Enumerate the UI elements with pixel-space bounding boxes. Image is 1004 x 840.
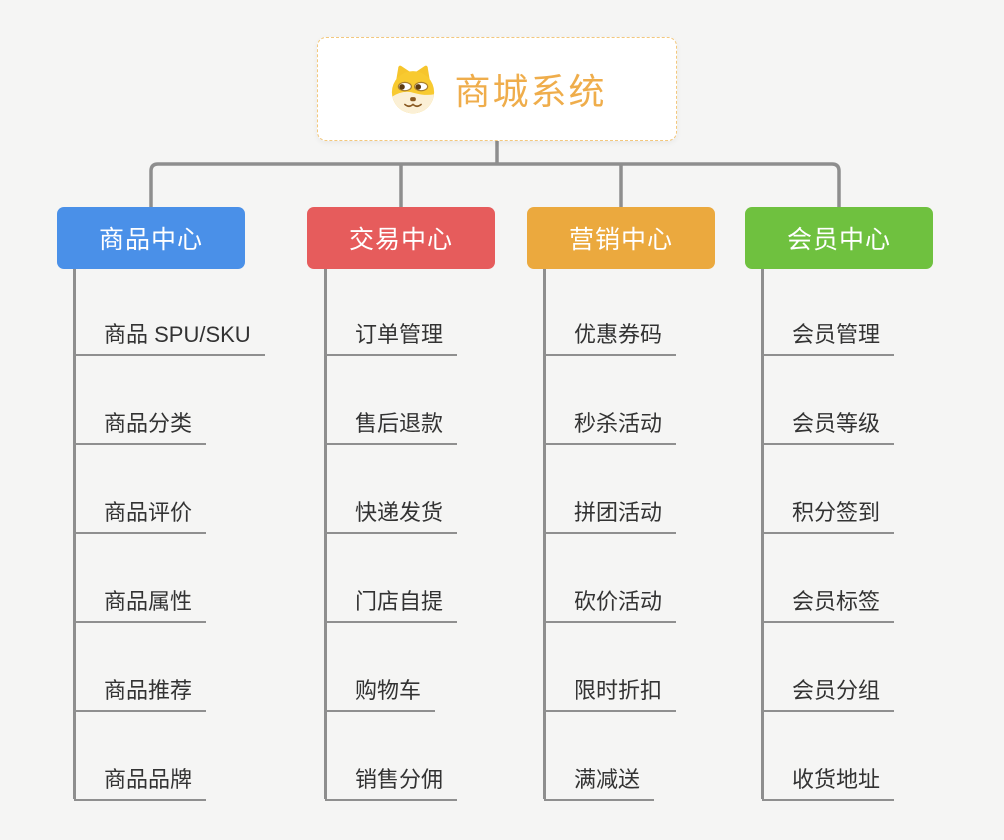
leaf-label: 会员管理 — [792, 322, 881, 347]
leaf-label: 会员分组 — [792, 678, 881, 703]
branch-vertical-line — [543, 269, 546, 799]
leaf-node[interactable]: 购物车 — [325, 678, 436, 712]
leaf-label: 拼团活动 — [574, 500, 663, 525]
branch-children-marketing-center: 优惠券码 秒杀活动 拼团活动 砍价活动 限时折扣 满减送 — [543, 269, 773, 801]
leaf-label: 商品品牌 — [104, 767, 193, 792]
leaf-node[interactable]: 商品评价 — [74, 500, 207, 534]
leaf-node[interactable]: 优惠券码 — [544, 322, 677, 356]
branch-children-trade-center: 订单管理 售后退款 快递发货 门店自提 购物车 销售分佣 — [324, 269, 554, 801]
leaf-label: 限时折扣 — [574, 678, 663, 703]
leaf-label: 收货地址 — [792, 767, 881, 792]
leaf-label: 满减送 — [574, 767, 641, 792]
branch-node-member-center[interactable]: 会员中心 — [745, 207, 933, 269]
leaf-node[interactable]: 拼团活动 — [544, 500, 677, 534]
leaf-label: 会员标签 — [792, 589, 881, 614]
branch-node-marketing-center[interactable]: 营销中心 — [527, 207, 715, 269]
leaf-label: 秒杀活动 — [574, 411, 663, 436]
leaf-node[interactable]: 积分签到 — [762, 500, 895, 534]
branch-label: 营销中心 — [568, 226, 673, 254]
leaf-node[interactable]: 商品推荐 — [74, 678, 207, 712]
leaf-label: 售后退款 — [355, 411, 444, 436]
leaf-node[interactable]: 秒杀活动 — [544, 411, 677, 445]
branch-node-product-center[interactable]: 商品中心 — [57, 207, 245, 269]
branch-vertical-line — [73, 269, 76, 799]
leaf-node[interactable]: 商品品牌 — [74, 767, 207, 801]
leaf-label: 购物车 — [355, 678, 422, 703]
leaf-label: 商品分类 — [104, 411, 193, 436]
leaf-label: 商品属性 — [104, 589, 193, 614]
leaf-label: 商品 SPU/SKU — [104, 322, 251, 347]
root-node-title: 商城系统 — [454, 71, 607, 112]
leaf-node[interactable]: 收货地址 — [762, 767, 895, 801]
dog-face-icon — [387, 63, 439, 115]
leaf-node[interactable]: 门店自提 — [325, 589, 458, 623]
branch-label: 会员中心 — [786, 226, 891, 254]
leaf-node[interactable]: 商品 SPU/SKU — [74, 322, 265, 356]
leaf-node[interactable]: 商品属性 — [74, 589, 207, 623]
leaf-node[interactable]: 会员等级 — [762, 411, 895, 445]
leaf-node[interactable]: 会员标签 — [762, 589, 895, 623]
leaf-label: 快递发货 — [355, 500, 444, 525]
branch-label: 商品中心 — [98, 226, 203, 254]
branch-vertical-line — [324, 269, 327, 799]
leaf-label: 订单管理 — [355, 322, 444, 347]
leaf-node[interactable]: 限时折扣 — [544, 678, 677, 712]
leaf-node[interactable]: 商品分类 — [74, 411, 207, 445]
branch-node-trade-center[interactable]: 交易中心 — [307, 207, 495, 269]
leaf-node[interactable]: 订单管理 — [325, 322, 458, 356]
leaf-label: 门店自提 — [355, 589, 444, 614]
leaf-node[interactable]: 售后退款 — [325, 411, 458, 445]
leaf-label: 商品推荐 — [104, 678, 193, 703]
leaf-node[interactable]: 满减送 — [544, 767, 655, 801]
leaf-node[interactable]: 快递发货 — [325, 500, 458, 534]
leaf-node[interactable]: 会员管理 — [762, 322, 895, 356]
leaf-label: 销售分佣 — [355, 767, 444, 792]
leaf-label: 会员等级 — [792, 411, 881, 436]
root-node-mall-system[interactable]: 商城系统 — [317, 37, 677, 141]
leaf-node[interactable]: 砍价活动 — [544, 589, 677, 623]
branch-vertical-line — [761, 269, 764, 799]
leaf-label: 砍价活动 — [574, 589, 663, 614]
branch-label: 交易中心 — [348, 226, 453, 254]
leaf-label: 商品评价 — [104, 500, 193, 525]
leaf-node[interactable]: 会员分组 — [762, 678, 895, 712]
branch-children-member-center: 会员管理 会员等级 积分签到 会员标签 会员分组 收货地址 — [761, 269, 991, 801]
branch-children-product-center: 商品 SPU/SKU 商品分类 商品评价 商品属性 商品推荐 商品品牌 — [73, 269, 303, 801]
leaf-label: 优惠券码 — [574, 322, 663, 347]
leaf-node[interactable]: 销售分佣 — [325, 767, 458, 801]
leaf-label: 积分签到 — [792, 500, 881, 525]
